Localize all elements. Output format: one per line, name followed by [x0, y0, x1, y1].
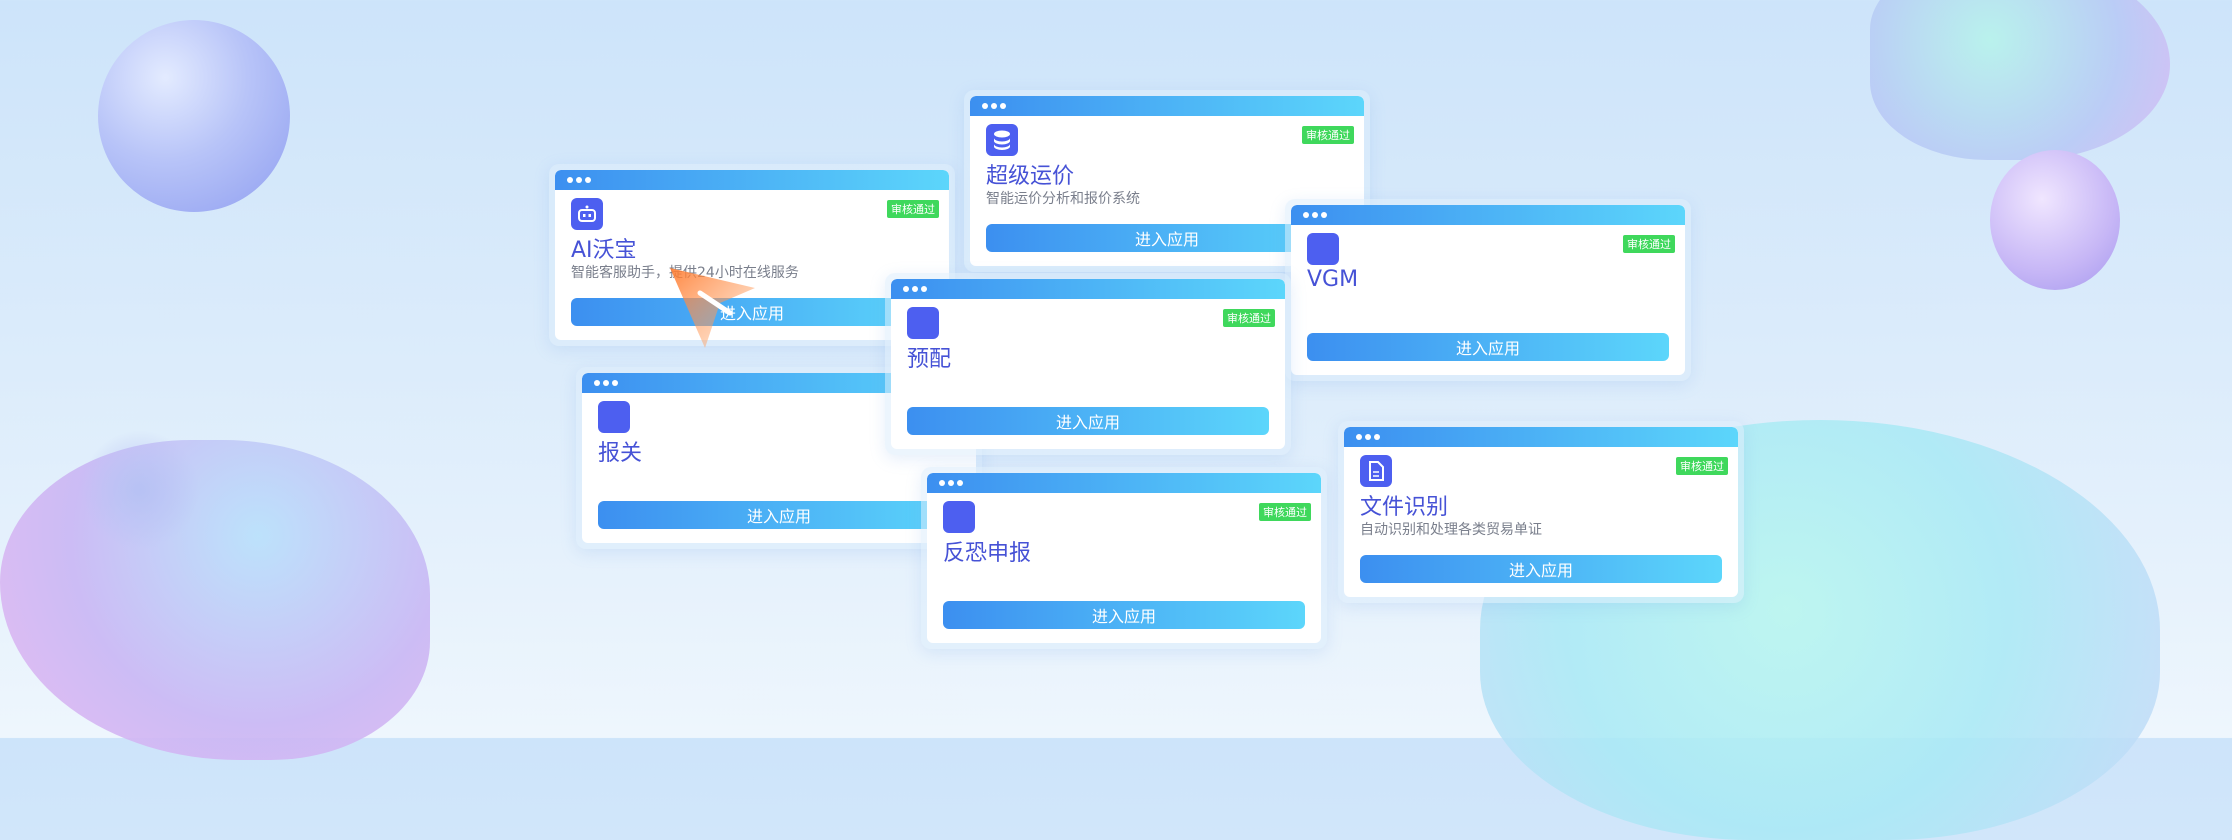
- dot-icon: [1303, 212, 1309, 218]
- window-title-bar: [927, 473, 1321, 493]
- card-description: 自动识别和处理各类贸易单证: [1360, 522, 1542, 538]
- window-title-bar: [582, 373, 976, 393]
- decorative-blob: [0, 440, 430, 760]
- dot-icon: [612, 380, 618, 386]
- status-badge: 审核通过: [887, 200, 939, 218]
- dot-icon: [1000, 103, 1006, 109]
- status-badge: 审核通过: [1259, 503, 1311, 521]
- app-card: 审核通过 AI沃宝 智能客服助手，提供24小时在线服务 进入应用: [549, 164, 955, 346]
- enter-app-button[interactable]: 进入应用: [943, 601, 1305, 629]
- dot-icon: [982, 103, 988, 109]
- card-body: 审核通过 反恐申报 进入应用: [927, 473, 1321, 643]
- app-icon: [1307, 233, 1339, 265]
- card-body: 审核通过 预配 进入应用: [891, 279, 1285, 449]
- window-title-bar: [1291, 205, 1685, 225]
- dot-icon: [939, 480, 945, 486]
- status-badge: 审核通过: [1223, 309, 1275, 327]
- decorative-glow: [80, 430, 200, 550]
- app-card: 审核通过 预配 进入应用: [885, 273, 1291, 455]
- card-title: 反恐申报: [943, 541, 1032, 566]
- dot-icon: [603, 380, 609, 386]
- card-body: 审核通过 VGM 进入应用: [1291, 205, 1685, 375]
- dot-icon: [1365, 434, 1371, 440]
- card-body: 审核通过 文件识别 自动识别和处理各类贸易单证 进入应用: [1344, 427, 1738, 597]
- status-badge: 审核通过: [1302, 126, 1354, 144]
- card-title: AI沃宝: [571, 238, 637, 263]
- status-badge: 审核通过: [1676, 457, 1728, 475]
- dot-icon: [576, 177, 582, 183]
- dot-icon: [957, 480, 963, 486]
- dot-icon: [1356, 434, 1362, 440]
- dot-icon: [594, 380, 600, 386]
- enter-app-button[interactable]: 进入应用: [598, 501, 960, 529]
- decorative-sphere: [1990, 150, 2120, 290]
- robot-icon: [571, 198, 603, 230]
- app-card: 审核通过 VGM 进入应用: [1285, 199, 1691, 381]
- document-icon: [1360, 455, 1392, 487]
- dot-icon: [1321, 212, 1327, 218]
- window-title-bar: [1344, 427, 1738, 447]
- app-card: 审核通过 反恐申报 进入应用: [921, 467, 1327, 649]
- card-title: 报关: [598, 441, 643, 466]
- enter-app-button[interactable]: 进入应用: [907, 407, 1269, 435]
- app-icon: [907, 307, 939, 339]
- card-body: 审核通过 AI沃宝 智能客服助手，提供24小时在线服务 进入应用: [555, 170, 949, 340]
- dot-icon: [585, 177, 591, 183]
- dot-icon: [903, 286, 909, 292]
- dot-icon: [1374, 434, 1380, 440]
- card-title: 超级运价: [986, 164, 1075, 189]
- status-badge: 审核通过: [1623, 235, 1675, 253]
- window-title-bar: [970, 96, 1364, 116]
- app-icon: [598, 401, 630, 433]
- window-title-bar: [891, 279, 1285, 299]
- card-title: 预配: [907, 347, 952, 372]
- database-icon: [986, 124, 1018, 156]
- dot-icon: [912, 286, 918, 292]
- enter-app-button[interactable]: 进入应用: [571, 298, 933, 326]
- dot-icon: [1312, 212, 1318, 218]
- decorative-blob: [1870, 0, 2170, 160]
- app-card: 审核通过 文件识别 自动识别和处理各类贸易单证 进入应用: [1338, 421, 1744, 603]
- decorative-sphere: [98, 20, 290, 212]
- cursor-pointer-icon: [670, 268, 755, 348]
- dot-icon: [921, 286, 927, 292]
- enter-app-button[interactable]: 进入应用: [1307, 333, 1669, 361]
- enter-app-button[interactable]: 进入应用: [1360, 555, 1722, 583]
- card-description: 智能运价分析和报价系统: [986, 191, 1140, 207]
- card-title: VGM: [1307, 267, 1359, 292]
- dot-icon: [991, 103, 997, 109]
- app-icon: [943, 501, 975, 533]
- window-title-bar: [555, 170, 949, 190]
- dot-icon: [948, 480, 954, 486]
- dot-icon: [567, 177, 573, 183]
- card-title: 文件识别: [1360, 495, 1449, 520]
